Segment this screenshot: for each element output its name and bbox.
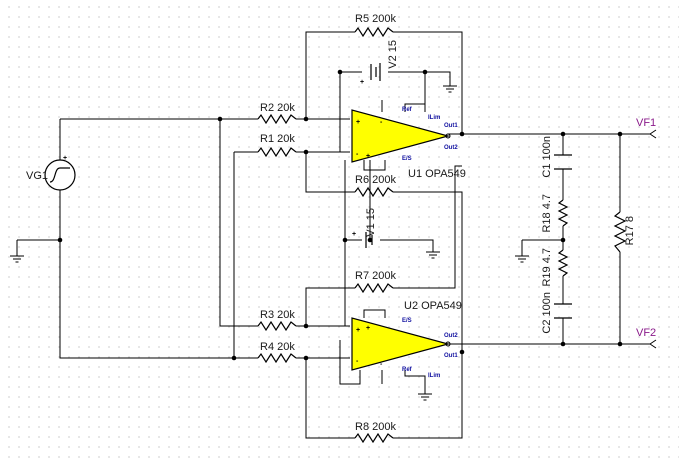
v2-plus-mark: + <box>360 79 364 86</box>
c1-label: C1 100n <box>541 136 553 178</box>
vf2-arrow-icon <box>649 339 657 349</box>
r6-resistor <box>354 186 394 198</box>
r19-resistor <box>557 249 569 277</box>
u1-plus-pin-bottom: + <box>366 153 370 160</box>
u2-minus-pin-bottom: - <box>380 361 383 368</box>
wire-v2-drop <box>339 72 426 152</box>
wire-r8 <box>305 352 463 439</box>
u2-label: U2 OPA549 <box>404 300 462 312</box>
u1-out1-pin: Out1 <box>444 123 458 129</box>
r8-resistor <box>354 432 394 444</box>
u1-ilim-pin: ILim <box>428 115 440 121</box>
r5-label: R5 200k <box>355 13 396 25</box>
wires <box>16 31 650 439</box>
ground-icon <box>515 255 529 263</box>
u2-plus-pin: + <box>356 327 360 334</box>
wire-v1-drop <box>344 160 371 326</box>
sine-wave-icon <box>49 167 70 183</box>
vf1-arrow-icon <box>649 129 657 139</box>
wire-r5 <box>305 31 463 134</box>
r1-label: R1 20k <box>260 133 295 145</box>
ground-icon <box>426 251 440 259</box>
u2-plus-pin-top: + <box>366 325 370 332</box>
r7-label: R7 200k <box>355 270 396 282</box>
u1-out2-pin: Out2 <box>444 145 458 151</box>
vg1-label: VG1 <box>26 170 48 182</box>
u2-opamp <box>351 317 451 371</box>
c2-label: C2 100n <box>541 292 553 334</box>
v1-plus-mark: + <box>352 231 356 238</box>
u1-plus-pin: + <box>356 119 360 126</box>
u1-opamp <box>351 109 451 163</box>
ground-icon <box>10 255 24 263</box>
r4-resistor <box>257 352 297 364</box>
r18-label: R18 4.7 <box>541 194 553 233</box>
vg1-plus-mark: + <box>63 155 67 162</box>
u2-ilim-pin: ILim <box>428 373 440 379</box>
u1-minus-pin: - <box>356 151 359 158</box>
ground-symbols <box>10 85 529 401</box>
r3-label: R3 20k <box>260 309 295 321</box>
wire-r3 <box>219 119 350 327</box>
c2-capacitor <box>554 303 572 319</box>
ground-icon <box>443 85 457 93</box>
u2-out1-pin: Out1 <box>444 353 458 359</box>
v2-label: V2 15 <box>387 40 399 69</box>
wire-vg1 <box>17 118 234 359</box>
r6-label: R6 200k <box>355 174 396 186</box>
r8-label: R8 200k <box>355 421 396 433</box>
u2-ref-pin: Ref <box>402 367 413 373</box>
wire-r7 <box>305 165 462 326</box>
c1-capacitor <box>554 154 572 170</box>
wire-v1 <box>345 239 434 252</box>
r1-resistor <box>257 146 297 158</box>
v1-label: V1 15 <box>365 208 377 237</box>
wire-u1-bottom <box>363 160 386 171</box>
u1-label: U1 OPA549 <box>408 168 466 180</box>
r2-label: R2 20k <box>260 102 295 114</box>
wire-v2 <box>340 71 451 86</box>
vf2-net-label: VF2 <box>636 327 656 339</box>
wire-u1-top <box>381 100 425 112</box>
wire-u2-bottom <box>339 340 426 394</box>
vf1-net-label: VF1 <box>636 117 656 129</box>
capacitors <box>554 154 572 319</box>
r7-resistor <box>354 282 394 294</box>
r3-resistor <box>257 320 297 332</box>
r5-resistor <box>354 26 394 38</box>
u1-ref-pin: Ref <box>402 107 413 113</box>
r17-resistor <box>613 211 627 253</box>
resistors <box>257 26 627 444</box>
net-arrows <box>649 129 657 349</box>
r18-resistor <box>557 199 569 227</box>
u2-minus-pin: - <box>356 358 359 365</box>
u2-out2-pin: Out2 <box>444 333 458 339</box>
wire-u2-top <box>363 309 386 318</box>
junctions <box>57 69 623 361</box>
vg1-source <box>44 159 76 191</box>
u2-es-pin: E/S <box>402 318 412 324</box>
r4-label: R4 20k <box>260 341 295 353</box>
r19-label: R19 4.7 <box>541 248 553 287</box>
r17-label: R17 8 <box>624 216 636 245</box>
r2-resistor <box>257 113 297 125</box>
u1-minus-pin-top: - <box>380 119 383 126</box>
ground-icon <box>418 393 432 401</box>
wire-r6 <box>305 152 463 352</box>
v2-battery <box>370 63 381 81</box>
u1-es-pin: E/S <box>402 156 412 162</box>
